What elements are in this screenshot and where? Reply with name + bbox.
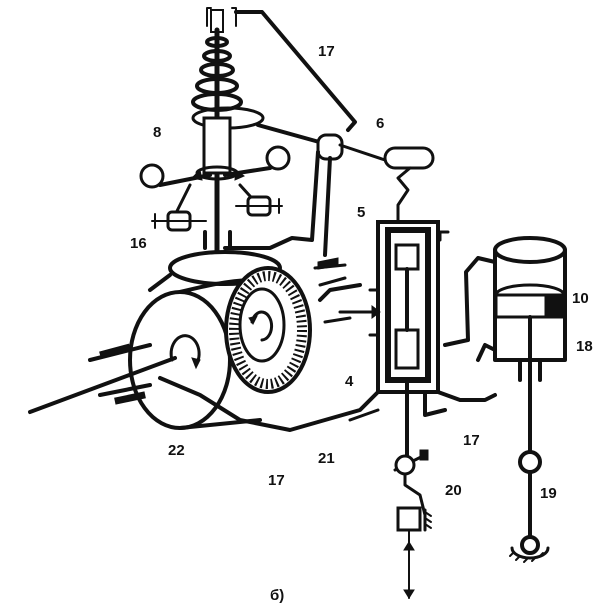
spindle-spring-assembly xyxy=(191,7,265,273)
label-5: 5 xyxy=(357,204,365,221)
servo-cylinder xyxy=(338,220,450,457)
label-22: 22 xyxy=(168,442,185,459)
label-19: 19 xyxy=(540,485,557,502)
flyball-weights xyxy=(139,145,291,232)
part-labels: 17 6 8 5 16 10 18 4 22 21 17 17 20 19 б) xyxy=(130,43,593,604)
label-18: 18 xyxy=(576,338,593,355)
figure-caption: б) xyxy=(270,587,284,604)
label-16: 16 xyxy=(130,235,147,252)
weight-bearing-left xyxy=(151,210,207,232)
label-10: 10 xyxy=(572,290,589,307)
label-4: 4 xyxy=(345,373,354,390)
label-17-right: 17 xyxy=(463,432,480,449)
drum-assembly xyxy=(28,250,362,430)
label-17-top: 17 xyxy=(318,43,335,60)
label-6: 6 xyxy=(376,115,384,132)
power-cylinder xyxy=(443,236,567,457)
label-8: 8 xyxy=(153,124,161,141)
label-17-bottom: 17 xyxy=(268,472,285,489)
label-20: 20 xyxy=(445,482,462,499)
weight-bearing-right xyxy=(235,195,283,217)
label-21: 21 xyxy=(318,450,335,467)
linkage-rod-17-top xyxy=(234,10,435,227)
support-frame xyxy=(203,150,347,270)
connecting-rod-19 xyxy=(509,450,550,563)
linkage-rod-17-bottom xyxy=(158,376,497,432)
lower-lever-20 xyxy=(393,449,432,599)
